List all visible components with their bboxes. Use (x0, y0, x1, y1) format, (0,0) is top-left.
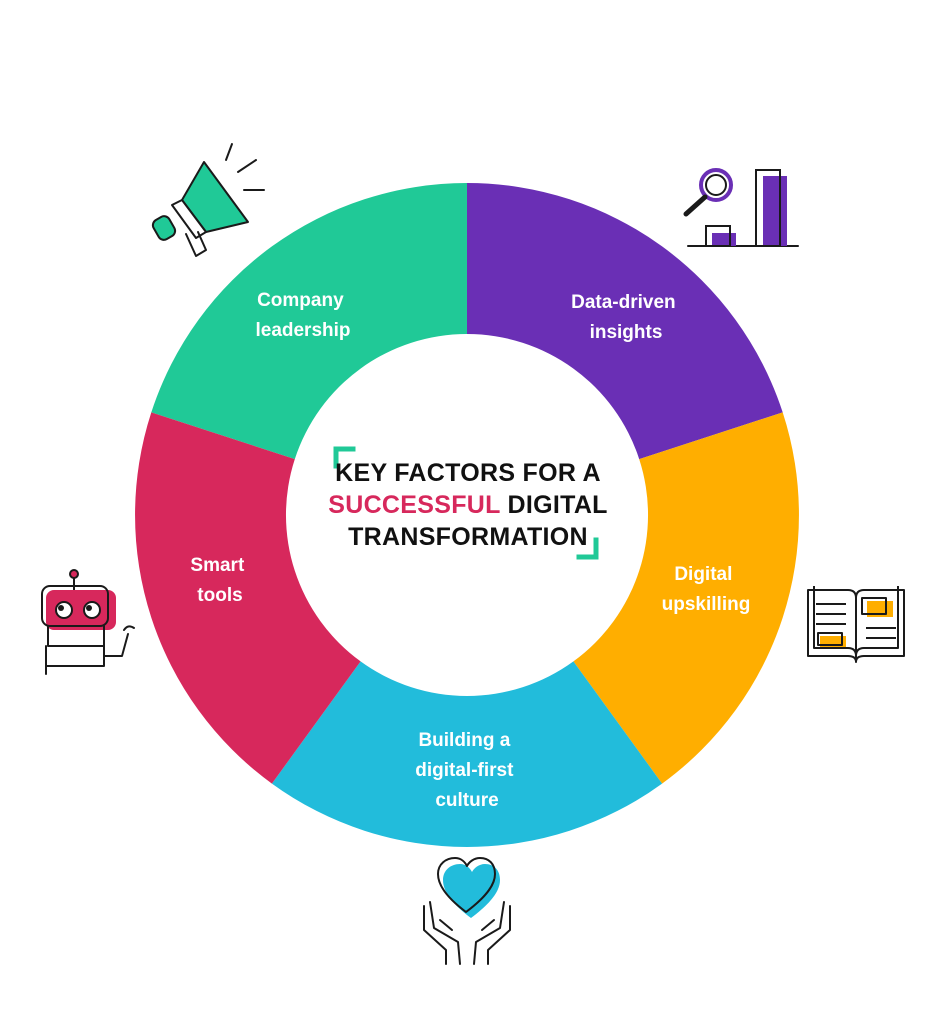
segment-leadership (151, 183, 468, 460)
label-insights: Data-driven insights (571, 292, 681, 343)
label-tools: Smart tools (190, 555, 249, 606)
title-highlight: SUCCESSFUL (328, 491, 500, 519)
heart-hands-icon (423, 857, 511, 965)
title-line-1: KEY FACTORS FOR A (335, 459, 601, 487)
segment-insights (467, 183, 783, 460)
center-title: KEY FACTORS FOR A SUCCESSFUL DIGITAL TRA… (328, 446, 608, 560)
segment-upskilling (573, 412, 799, 784)
title-line-2: SUCCESSFUL DIGITAL (328, 491, 608, 519)
open-book-icon (807, 586, 905, 663)
robot-icon (41, 569, 135, 675)
analytics-icon (683, 168, 799, 247)
bracket-top-left (333, 446, 356, 469)
label-leadership: Company leadership (255, 290, 350, 341)
title-line-3: TRANSFORMATION (348, 523, 588, 551)
bracket-bottom-right (576, 537, 599, 560)
donut-ring (135, 183, 799, 847)
label-culture: Building a digital-first culture (415, 730, 518, 811)
label-upskilling: Digital upskilling (662, 564, 751, 615)
megaphone-icon (151, 143, 265, 257)
segment-culture (271, 661, 663, 847)
segment-tools (135, 412, 361, 784)
